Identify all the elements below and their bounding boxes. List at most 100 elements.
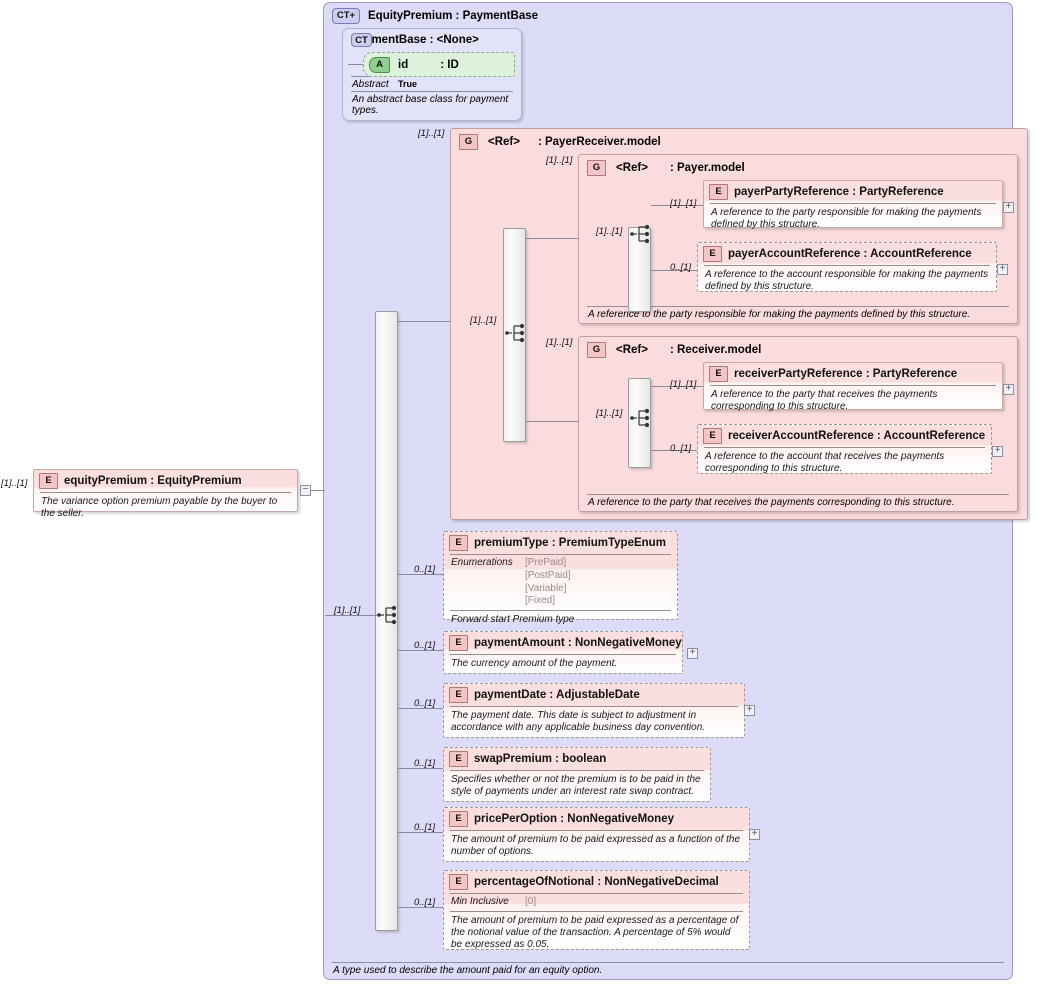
sequence-icon xyxy=(377,605,397,625)
element-paymentamount[interactable]: E paymentAmount : NonNegativeMoney The c… xyxy=(443,631,683,674)
swappremium-line xyxy=(398,768,443,769)
complextype-header: CT+ EquityPremium : PaymentBase xyxy=(324,3,1012,24)
equitypremium-header: E equityPremium : EquityPremium xyxy=(34,470,297,492)
premiumtype-divider-2 xyxy=(450,610,671,612)
paymentdate-line xyxy=(398,708,443,709)
enumerations-values: [PrePaid] [PostPaid] [Variable] [Fixed] xyxy=(525,557,571,608)
payerreceiver-cardinality: [1]..[1] xyxy=(418,128,445,139)
swappremium-cardinality: 0..[1] xyxy=(414,758,436,769)
receiveraccountreference-doc: A reference to the account that receives… xyxy=(705,451,945,475)
group-icon-receiver: G xyxy=(587,342,606,358)
element-icon: E xyxy=(449,811,468,827)
priceperoption-line xyxy=(398,832,443,833)
complextype-plus-icon[interactable]: CT+ xyxy=(332,8,360,24)
payerreceiver-seq-cardinality: [1]..[1] xyxy=(470,315,497,326)
enum-value: [Variable] xyxy=(525,582,567,594)
receiver-cardinality: [1]..[1] xyxy=(546,337,573,348)
percentageofnotional-divider-2 xyxy=(450,910,743,912)
attribute-id[interactable]: A id : ID xyxy=(363,52,515,77)
paymentdate-header: E paymentDate : AdjustableDate xyxy=(444,684,744,706)
element-icon: E xyxy=(449,874,468,890)
root-connector xyxy=(311,490,325,491)
paymentdate-cardinality: 0..[1] xyxy=(414,698,436,709)
paymentamount-line xyxy=(398,650,443,651)
payerpartyreference-cardinality: [1]..[1] xyxy=(670,198,697,209)
enum-value: [PrePaid] xyxy=(525,557,567,568)
element-receiverpartyreference[interactable]: E receiverPartyReference : PartyReferenc… xyxy=(703,362,1003,412)
sequence-icon-payer xyxy=(630,224,650,244)
premiumtype-facets: Enumerations [PrePaid] [PostPaid] [Varia… xyxy=(444,555,677,610)
complextype-title: EquityPremium : PaymentBase xyxy=(368,10,539,22)
payerpartyreference-doc: A reference to the party responsible for… xyxy=(711,207,982,231)
priceperoption-cardinality: 0..[1] xyxy=(414,822,436,833)
receiver-label: : Receiver.model xyxy=(669,344,762,356)
element-icon: E xyxy=(703,246,722,262)
element-icon: E xyxy=(39,473,58,489)
paymentbase-title: PaymentBase : <None> xyxy=(351,34,479,46)
paymentbase-footer: Abstract True An abstract base class for… xyxy=(351,76,513,116)
expand-toggle-receiveraccountreference[interactable]: + xyxy=(992,446,1003,457)
receiveraccountreference-label: receiverAccountReference : AccountRefere… xyxy=(728,430,986,442)
payerpartyreference-header: E payerPartyReference : PartyReference xyxy=(704,181,1002,203)
element-icon: E xyxy=(709,184,728,200)
swappremium-divider xyxy=(450,770,704,771)
receiveraccountreference-header: E receiverAccountReference : AccountRefe… xyxy=(698,425,991,447)
element-priceperoption[interactable]: E pricePerOption : NonNegativeMoney The … xyxy=(443,807,750,862)
receiverpartyreference-doc: A reference to the party that receives t… xyxy=(711,389,938,413)
abstract-facet-label: Abstract xyxy=(352,79,389,90)
expand-toggle-paymentamount[interactable]: + xyxy=(687,648,698,659)
equitypremium-cardinality: [1]..[1] xyxy=(1,478,28,489)
payeraccountreference-divider xyxy=(704,265,990,266)
premiumtype-header: E premiumType : PremiumTypeEnum xyxy=(444,532,677,554)
paymentbase-doc: An abstract base class for payment types… xyxy=(352,94,509,116)
percentageofnotional-cardinality: 0..[1] xyxy=(414,897,436,908)
premiumtype-line xyxy=(398,574,443,575)
expand-toggle-priceperoption[interactable]: + xyxy=(749,829,760,840)
payer-ref: <Ref> xyxy=(616,162,648,174)
enum-value: [Fixed] xyxy=(525,595,556,607)
receiver-footer: A reference to the party that receives t… xyxy=(587,494,1009,508)
element-payerpartyreference[interactable]: E payerPartyReference : PartyReference A… xyxy=(703,180,1003,230)
expand-toggle-paymentdate[interactable]: + xyxy=(744,705,755,716)
attribute-name: id xyxy=(398,58,409,71)
branch-receiver-line xyxy=(526,421,578,422)
receiver-child1-line xyxy=(651,386,703,387)
receiver-footer-doc: A reference to the party that receives t… xyxy=(588,497,955,508)
payeraccountreference-label: payerAccountReference : AccountReference xyxy=(728,248,972,260)
expand-toggle-receiverpartyreference[interactable]: + xyxy=(1003,384,1014,395)
receiver-ref: <Ref> xyxy=(616,344,648,356)
percentageofnotional-label: percentageOfNotional : NonNegativeDecima… xyxy=(474,876,719,888)
payer-footer: A reference to the party responsible for… xyxy=(587,306,1009,320)
payer-child1-line xyxy=(651,205,703,206)
element-paymentdate[interactable]: E paymentDate : AdjustableDate The payme… xyxy=(443,683,745,738)
paymentdate-divider xyxy=(450,706,738,707)
percentageofnotional-facets: Min Inclusive [0] xyxy=(444,894,749,911)
element-payeraccountreference[interactable]: E payerAccountReference : AccountReferen… xyxy=(697,242,997,292)
collapse-toggle-equitypremium[interactable]: − xyxy=(300,485,311,496)
element-icon: E xyxy=(703,428,722,444)
element-swappremium[interactable]: E swapPremium : boolean Specifies whethe… xyxy=(443,747,711,802)
attribute-icon: A xyxy=(369,56,390,73)
payer-header: G <Ref> : Payer.model xyxy=(579,155,1017,176)
payerpartyreference-label: payerPartyReference : PartyReference xyxy=(734,186,944,198)
complextype-icon: CT xyxy=(351,33,372,47)
group-icon-payer: G xyxy=(587,160,606,176)
element-receiveraccountreference[interactable]: E receiverAccountReference : AccountRefe… xyxy=(697,424,992,474)
payer-child2-line xyxy=(651,270,697,271)
element-premiumtype[interactable]: E premiumType : PremiumTypeEnum Enumerat… xyxy=(443,531,678,625)
paymentbase-doc-divider xyxy=(351,91,513,92)
enum-value: [PostPaid] xyxy=(525,569,571,581)
element-icon: E xyxy=(449,535,468,551)
percentageofnotional-line xyxy=(398,907,443,908)
payerreceiver-in-line xyxy=(398,321,450,322)
payeraccountreference-header: E payerAccountReference : AccountReferen… xyxy=(698,243,996,265)
element-percentageofnotional[interactable]: E percentageOfNotional : NonNegativeDeci… xyxy=(443,870,750,950)
paymentamount-header: E paymentAmount : NonNegativeMoney xyxy=(444,632,682,654)
abstract-facet-value: True xyxy=(398,79,418,89)
element-equitypremium[interactable]: E equityPremium : EquityPremium The vari… xyxy=(33,469,298,519)
expand-toggle-payerpartyreference[interactable]: + xyxy=(1003,202,1014,213)
swappremium-doc: Specifies whether or not the premium is … xyxy=(451,774,701,798)
priceperoption-header: E pricePerOption : NonNegativeMoney xyxy=(444,808,749,830)
paymentdate-doc: The payment date. This date is subject t… xyxy=(451,710,706,734)
expand-toggle-payeraccountreference[interactable]: + xyxy=(997,264,1008,275)
